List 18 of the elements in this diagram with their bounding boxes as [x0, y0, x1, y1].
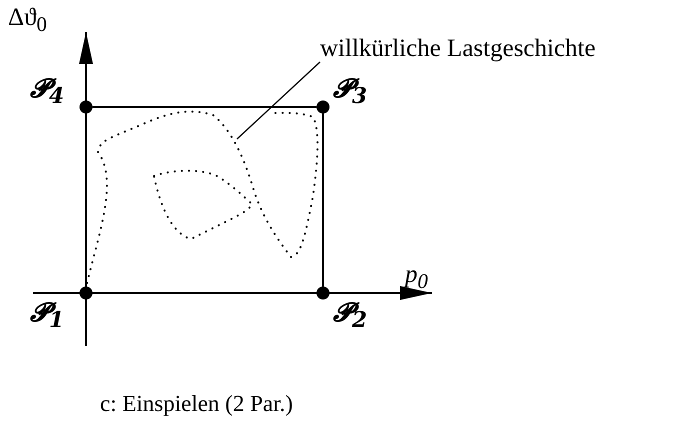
point-marker [80, 286, 92, 300]
rectangle-side [92, 106, 316, 108]
point-label: 𝓟$_{2}$ [333, 300, 368, 332]
point-label: 𝓟$_{3}$ [333, 76, 368, 108]
point-marker [316, 286, 330, 300]
load-path-curve [86, 110, 318, 284]
point-label: 𝓟$_{1}$ [30, 300, 64, 332]
axis-label: p$_{0}$ [405, 262, 428, 292]
caption: c: Einspielen (2 Par.) [100, 392, 293, 415]
annotation-text: willkürliche Lastgeschichte [320, 36, 596, 61]
point-label: 𝓟$_{4}$ [30, 76, 64, 108]
rectangle-side [92, 292, 316, 294]
rectangle-side [322, 114, 324, 286]
point-marker [80, 100, 92, 114]
point-marker [316, 100, 330, 114]
axis-label: Δϑ$_{0}$ [8, 5, 47, 35]
rectangle-side [85, 114, 87, 286]
leader-line [236, 62, 320, 140]
